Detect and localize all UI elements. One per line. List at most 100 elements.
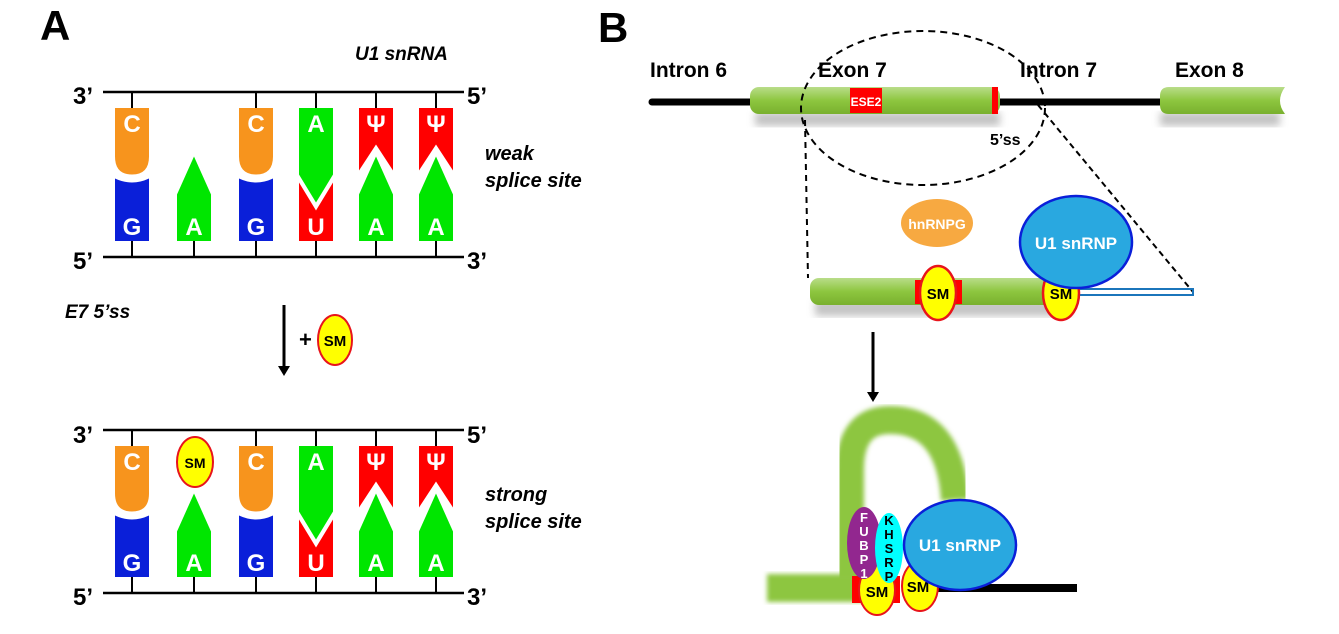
panel-a: A U1 snRNA 3’ 5’ 5’ 3’ C G A C G A U Ψ A Ψ A weak … (40, 2, 582, 611)
ese2-element (850, 88, 882, 113)
u1-snrnp-label: U1 snRNP (1035, 234, 1117, 253)
label-letter: F (860, 510, 868, 525)
label-letter: H (884, 527, 893, 542)
base-letter: C (247, 111, 264, 138)
ese2-label: ESE2 (851, 95, 882, 109)
region-label-intron-7: Intron 7 (1020, 59, 1097, 82)
nucleotide-psi (359, 446, 393, 508)
strong-label: strong (485, 484, 547, 506)
nucleotide-a (299, 446, 333, 540)
base-letter: U (307, 214, 324, 241)
base-letter: G (123, 550, 142, 577)
label-letter: B (859, 538, 868, 553)
nucleotide-c (239, 446, 273, 512)
zoom-circle (800, 30, 1046, 186)
u1-snrnp-complex (902, 498, 1018, 592)
5ss-label: 5’ss (990, 132, 1021, 149)
end-label-5prime: 5’ (467, 83, 487, 110)
strong-splice-site-label: strong splice site (485, 484, 582, 533)
sm-molecule-icon (317, 314, 353, 366)
end-label-3prime: 3’ (467, 248, 487, 275)
base-letter: G (247, 550, 266, 577)
sm-molecule-icon (918, 264, 958, 322)
base-letter: A (307, 111, 324, 138)
region-label-exon-8: Exon 8 (1175, 59, 1244, 82)
nucleotide-psi (419, 108, 453, 171)
weak-label: weak (485, 143, 535, 165)
nucleotide-c (115, 446, 149, 512)
label-letter: 1 (860, 566, 867, 581)
label-letter: P (885, 569, 894, 584)
end-label-5prime: 5’ (467, 422, 487, 449)
label-letter: R (884, 555, 894, 570)
down-arrow-head-icon (867, 392, 879, 402)
end-label-3prime: 3’ (73, 83, 93, 110)
nucleotide-a (359, 493, 393, 577)
sm-label: SM (1050, 286, 1073, 303)
region-label-intron-6: Intron 6 (650, 59, 727, 82)
panel-b-label: B (598, 4, 628, 51)
exon-8-block (1160, 87, 1285, 126)
weak-splice-site-label: weak splice site (485, 143, 582, 192)
nucleotide-psi (359, 108, 393, 171)
u1-snrna-title: U1 snRNA (355, 44, 448, 65)
region-label-exon-7: Exon 7 (818, 59, 887, 82)
hnrnpg-protein (901, 199, 973, 247)
end-label-5prime: 5’ (73, 584, 93, 611)
nucleotide-a (419, 156, 453, 241)
base-letter: Ψ (426, 111, 445, 138)
base-letter: C (247, 449, 264, 476)
splice-site-label: splice site (485, 170, 582, 192)
nucleotide-g (239, 515, 273, 577)
exon-7-block: ESE2 (750, 87, 1000, 126)
plus-sign: + (299, 327, 312, 352)
zoomed-exon-strand: SM SM (810, 264, 1194, 322)
nucleotide-u (299, 182, 333, 241)
label-letter: P (860, 552, 869, 567)
sm-label: SM (866, 584, 889, 601)
exon-loop (836, 405, 969, 580)
sm-molecule-icon (176, 436, 214, 488)
nucleotide-a (299, 108, 333, 203)
nucleotide-a (359, 156, 393, 241)
5ss-marker (992, 87, 998, 114)
nucleotide-a (419, 493, 453, 577)
label-letter: K (884, 513, 894, 528)
base-letter: Ψ (366, 449, 385, 476)
base-letter: A (185, 214, 202, 241)
nucleotide-g (115, 178, 149, 241)
base-letter: C (123, 111, 140, 138)
end-label-5prime: 5’ (73, 248, 93, 275)
base-letter: A (185, 550, 202, 577)
base-letter: G (247, 214, 266, 241)
intron-strand (1070, 288, 1194, 296)
add-sm-arrow: + SM (278, 305, 353, 376)
khsrp-protein (875, 513, 903, 583)
nucleotide-a (177, 493, 211, 577)
u1-snrnp-label: U1 snRNP (919, 536, 1001, 555)
base-letter: G (123, 214, 142, 241)
down-arrow-head-icon (278, 366, 290, 376)
base-letter: A (427, 550, 444, 577)
base-letter: U (307, 550, 324, 577)
u1-snrnp-complex (1018, 194, 1134, 290)
nucleotide-c (115, 108, 149, 175)
nucleotide-a (177, 156, 211, 241)
nucleotide-u (299, 519, 333, 577)
nucleotide-psi (419, 446, 453, 508)
end-label-3prime: 3’ (467, 584, 487, 611)
sm-label: SM (907, 579, 930, 596)
base-letter: C (123, 449, 140, 476)
end-label-3prime: 3’ (73, 422, 93, 449)
label-letter: S (885, 541, 894, 556)
base-letter: A (367, 550, 384, 577)
sm-label: SM (185, 455, 206, 471)
nucleotide-g (239, 178, 273, 241)
zoom-line-left (804, 119, 809, 279)
splice-site-label: splice site (485, 511, 582, 533)
